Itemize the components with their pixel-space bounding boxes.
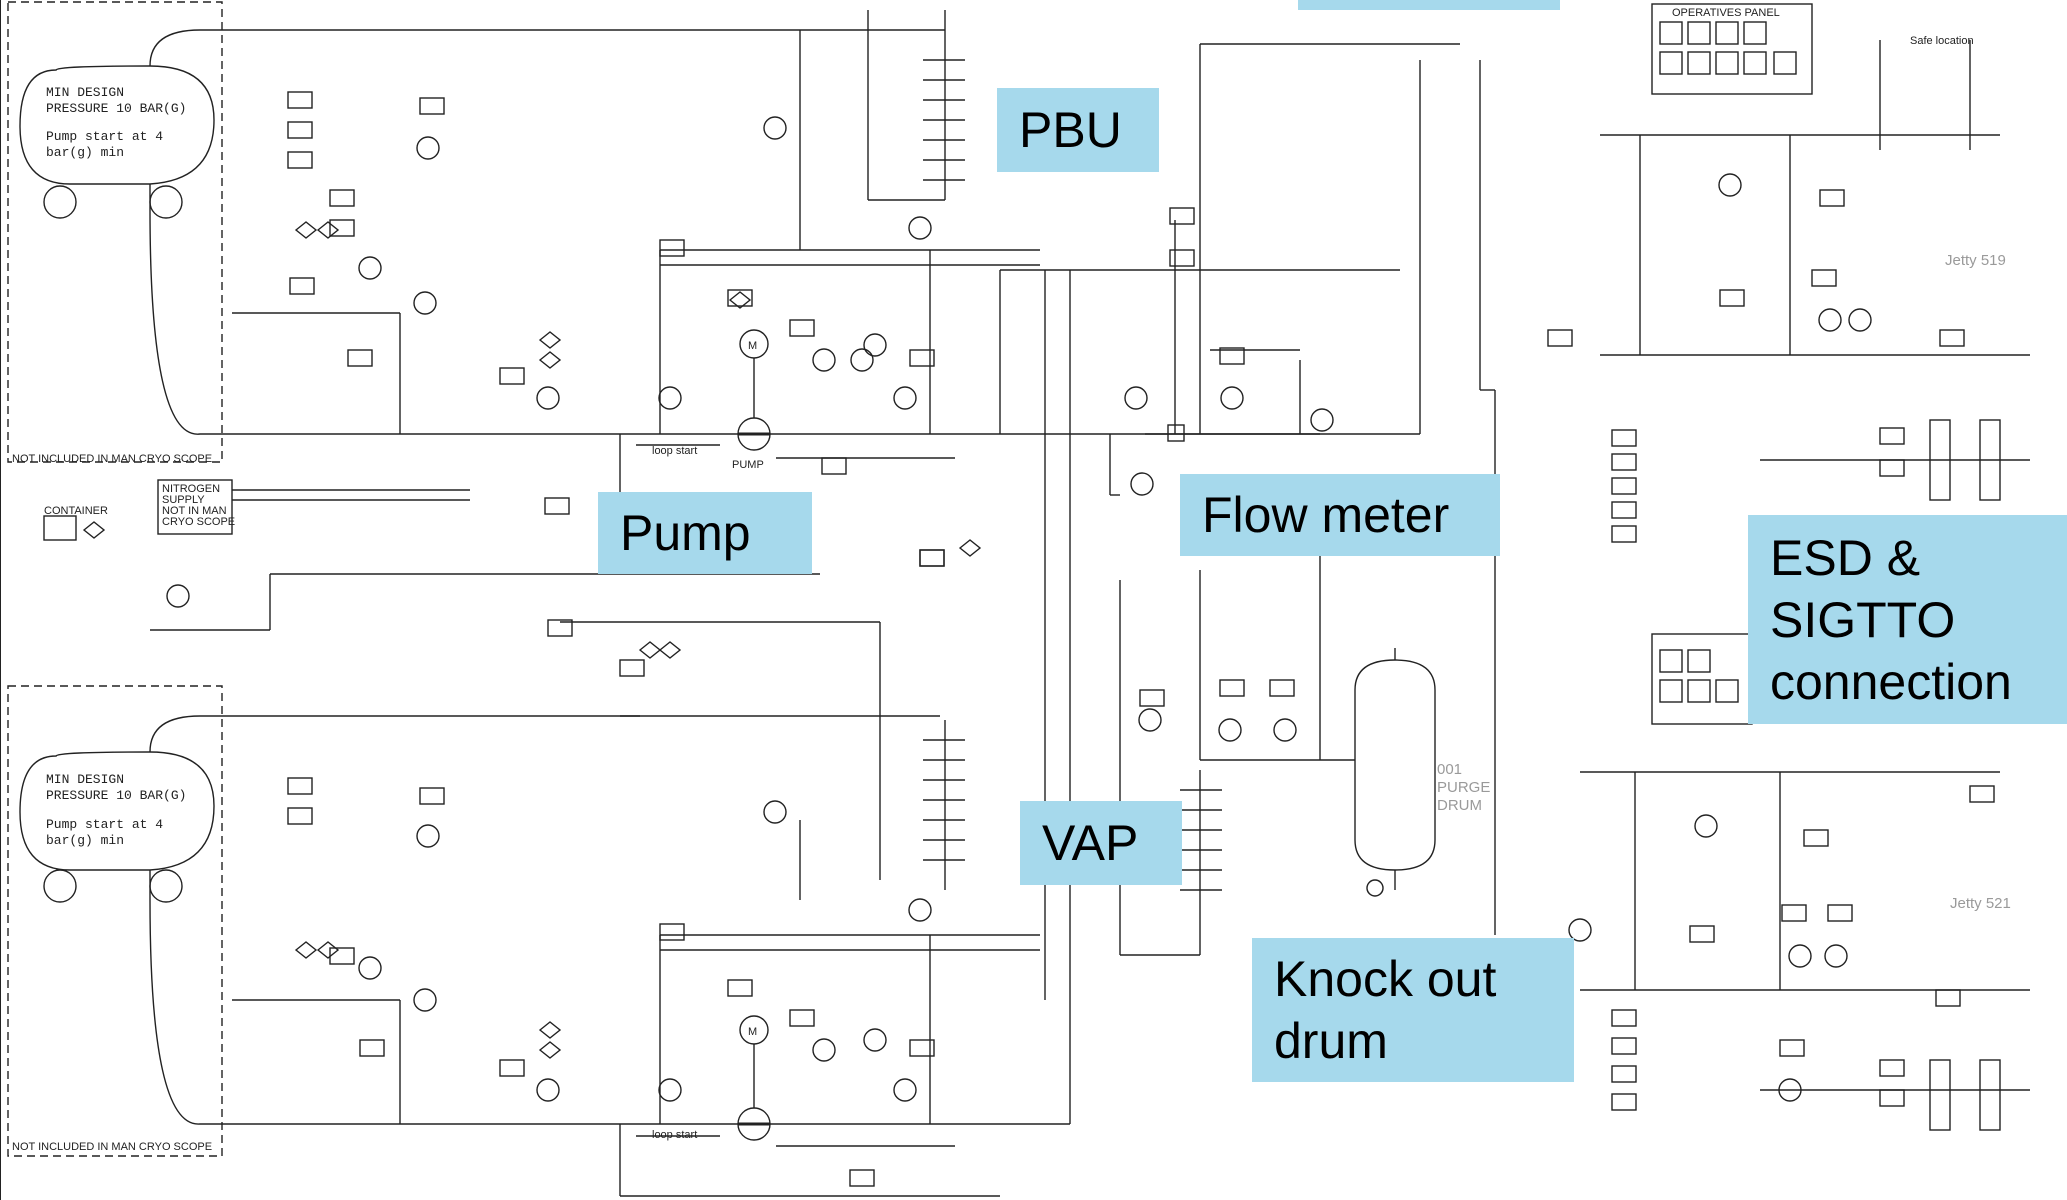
callout-vap-text: VAP <box>1042 815 1139 871</box>
callout-knock-line-2: drum <box>1274 1013 1388 1069</box>
bottom-loop-start: loop start <box>652 1129 697 1141</box>
callout-esd-line-2: SIGTTO <box>1770 592 1956 648</box>
top-tank-note-2: PRESSURE 10 BAR(G) <box>46 101 186 116</box>
nitrogen-label-3: NOT IN MAN <box>162 505 227 517</box>
callout-esd-sigtto: ESD & SIGTTO connection <box>1748 515 2067 724</box>
jetty-519-label: Jetty 519 <box>1945 252 2006 269</box>
purge-drum-tag-2: PURGE <box>1437 779 1490 796</box>
vaporizer-coil <box>1120 570 1355 956</box>
callout-knock-out-drum: Knock out drum <box>1252 938 1574 1082</box>
top-tank-note-4: bar(g) min <box>46 145 124 160</box>
callout-vap: VAP <box>1020 801 1182 885</box>
callout-pump-text: Pump <box>620 505 751 561</box>
svg-text:M: M <box>748 340 757 352</box>
callout-flow-meter: Flow meter <box>1180 474 1500 556</box>
purge-drum-tag-1: 001 <box>1437 761 1462 778</box>
bottom-tank-note-4: bar(g) min <box>46 833 124 848</box>
callout-flow-meter-text: Flow meter <box>1202 487 1450 543</box>
top-tank-note-3: Pump start at 4 <box>46 129 163 144</box>
top-tank-scope-box <box>7 1 223 463</box>
bottom-pump-symbol: M <box>636 935 955 1147</box>
callout-esd-line-1: ESD & <box>1770 530 1921 586</box>
flow-meter-loop <box>1109 220 1320 496</box>
knock-out-drum-vessel <box>1354 648 1436 897</box>
safe-location-label: Safe location <box>1910 35 1974 47</box>
container-label: CONTAINER <box>44 505 108 517</box>
top-pump-symbol: M <box>636 250 955 459</box>
top-edge-callout-fragment <box>1298 0 1560 10</box>
bottom-scope-note: NOT INCLUDED IN MAN CRYO SCOPE <box>12 1141 212 1153</box>
nitrogen-label-4: CRYO SCOPE <box>162 516 235 528</box>
bottom-tank-note-1: MIN DESIGN <box>46 772 124 787</box>
bottom-instruments <box>287 549 945 1187</box>
bottom-tank-note-3: Pump start at 4 <box>46 817 163 832</box>
callout-pump: Pump <box>598 492 812 574</box>
callout-esd-line-3: connection <box>1770 654 2012 710</box>
bottom-tank-note-2: PRESSURE 10 BAR(G) <box>46 788 186 803</box>
top-tank-note-1: MIN DESIGN <box>46 85 124 100</box>
top-loop-start: loop start <box>652 445 697 457</box>
top-scope-note: NOT INCLUDED IN MAN CRYO SCOPE <box>12 453 212 465</box>
purge-drum-tag-3: DRUM <box>1437 797 1482 814</box>
jetty-521-label: Jetty 521 <box>1950 895 2011 912</box>
callout-pbu: PBU <box>997 88 1159 172</box>
top-pbu-coil <box>660 10 1040 266</box>
svg-text:M: M <box>748 1026 757 1038</box>
top-pump-tag: PUMP <box>732 459 764 471</box>
jetty-519-panel <box>1600 3 2030 543</box>
callout-pbu-text: PBU <box>1019 102 1122 158</box>
jetty-521-panel <box>1568 633 2030 1131</box>
nitrogen-supply-box <box>150 479 470 631</box>
bottom-tank-scope-box <box>7 685 223 1157</box>
operatives-panel-label: OPERATIVES PANEL <box>1672 7 1780 19</box>
callout-knock-line-1: Knock out <box>1274 951 1497 1007</box>
container-symbol <box>43 515 106 541</box>
bottom-process-lines <box>232 270 1121 1197</box>
nitrogen-label-1: NITROGEN <box>162 483 220 495</box>
nitrogen-label-2: SUPPLY <box>162 494 205 506</box>
bottom-pbu-coil <box>660 720 1040 951</box>
